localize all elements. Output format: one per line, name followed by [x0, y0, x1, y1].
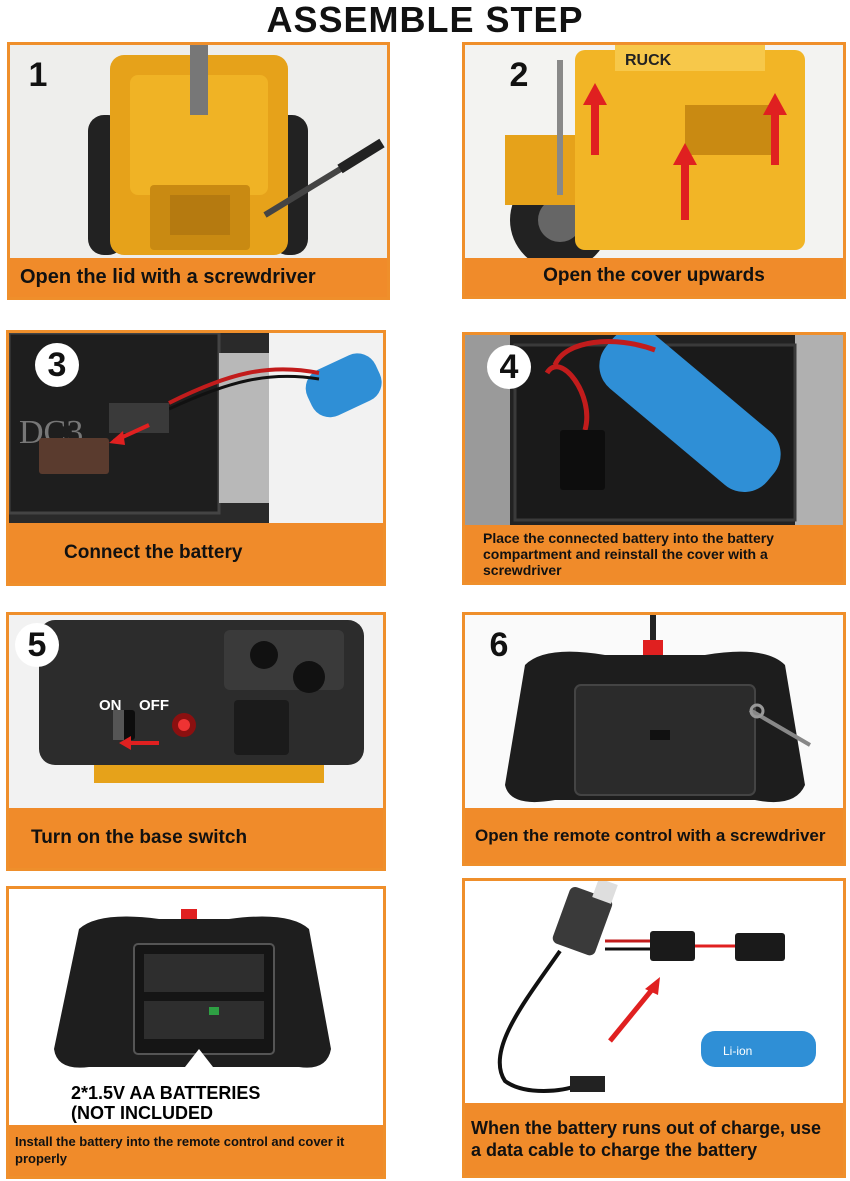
truck-label-text: RUCK — [625, 52, 672, 69]
step-5-panel: ON OFF 5 Turn on the base switch — [6, 612, 386, 871]
usb-charging-cable-image: Li-ion — [465, 881, 843, 1103]
step-2-number: 2 — [509, 56, 529, 94]
step-5-photo: ON OFF — [9, 615, 383, 808]
truck-cover-open-image: RUCK — [465, 45, 843, 258]
batteries-note-line1: 2*1.5V AA BATTERIES — [71, 1083, 261, 1103]
step-7-panel: 2*1.5V AA BATTERIES (NOT INCLUDED Instal… — [6, 886, 386, 1179]
step-7-caption: Install the battery into the remote cont… — [15, 1133, 345, 1166]
remote-battery-slot-image — [9, 889, 383, 1125]
step-6-panel: 6 Open the remote control with a screwdr… — [462, 612, 846, 866]
step-5-caption: Turn on the base switch — [31, 827, 248, 848]
step-4-panel: 4 Place the connected battery into the b… — [462, 332, 846, 585]
step-3-number: 3 — [35, 343, 79, 387]
step-6-number: 6 — [489, 626, 509, 664]
remote-control-back-image — [465, 615, 843, 808]
step-6-photo — [465, 615, 843, 808]
step-1-panel: 1 Open the lid with a screwdriver — [7, 42, 390, 300]
page-title: ASSEMBLE STEP — [266, 0, 584, 40]
step-2-panel: RUCK 2 Open the cover upwards — [462, 42, 846, 299]
step-8-panel: Li-ion When the battery runs out of char… — [462, 878, 846, 1178]
step-1-number: 1 — [28, 56, 48, 94]
base-switch-image: ON OFF — [9, 615, 383, 808]
step-2-caption: Open the cover upwards — [543, 265, 765, 286]
step-8-photo: Li-ion — [465, 881, 843, 1103]
step-8-caption: When the battery runs out of charge, use… — [471, 1118, 822, 1160]
step-5-number: 5 — [15, 623, 59, 667]
step-6-caption: Open the remote control with a screwdriv… — [475, 825, 826, 845]
step-1-caption: Open the lid with a screwdriver — [20, 266, 316, 288]
step-2-photo: RUCK — [465, 45, 843, 258]
step-3-caption: Connect the battery — [64, 542, 243, 563]
step-4-caption: Place the connected battery into the bat… — [483, 529, 774, 578]
truck-rear-lid-image — [10, 45, 387, 258]
off-label: OFF — [139, 697, 169, 714]
battery-label-text: Li-ion — [723, 1044, 752, 1058]
step-4-number: 4 — [487, 345, 531, 389]
batteries-note-line2: (NOT INCLUDED — [71, 1103, 213, 1123]
step-1-photo — [10, 45, 387, 258]
step-7-photo — [9, 889, 383, 1125]
on-label: ON — [99, 697, 122, 714]
step-3-panel: DC3 3 Connect the battery — [6, 330, 386, 586]
